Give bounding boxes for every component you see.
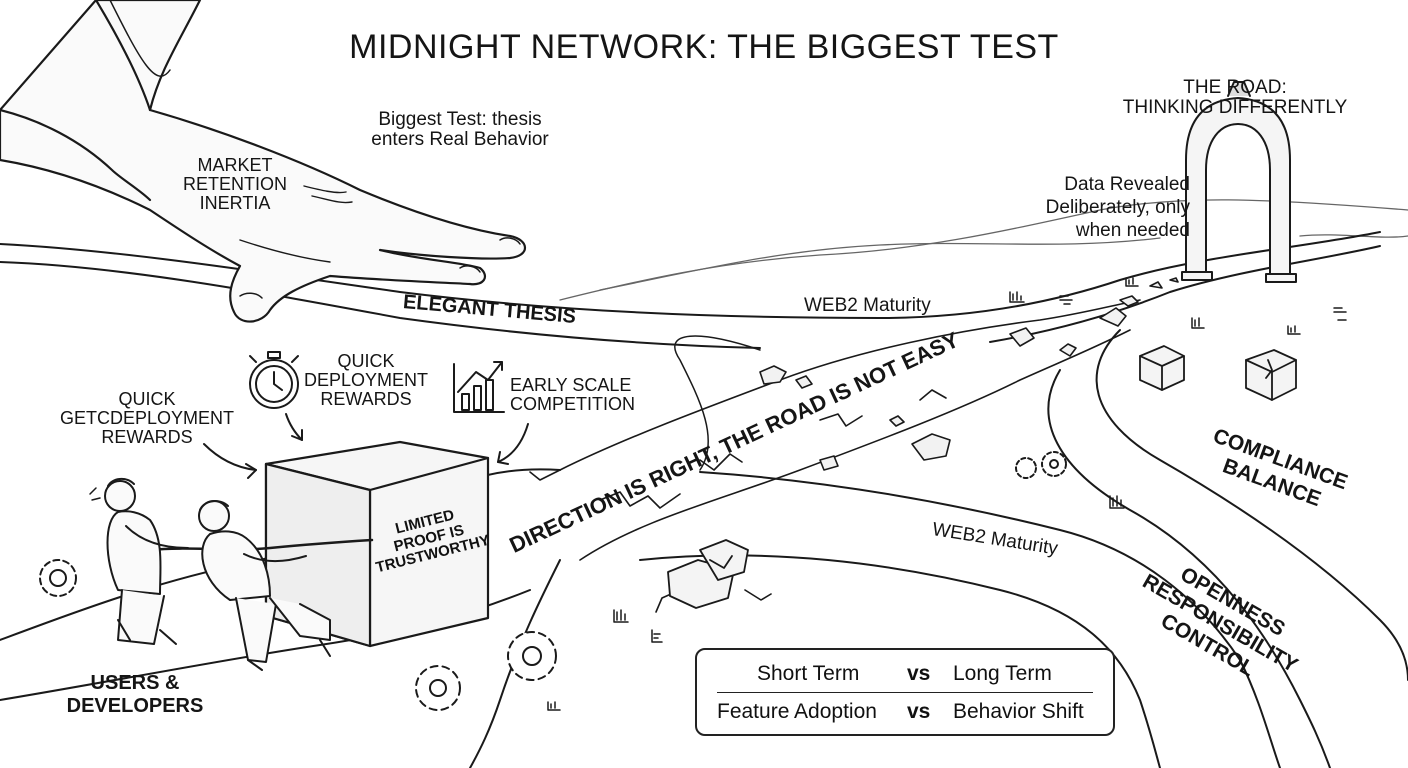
quick-deployment-left-label: QUICK GETCDEPLOYMENT REWARDS xyxy=(52,390,242,447)
quick-deployment-top-label: QUICK DEPLOYMENT REWARDS xyxy=(300,352,432,409)
data-revealed-label: Data Revealed Deliberately, only when ne… xyxy=(1000,174,1190,242)
quick-top-line-2: DEPLOYMENT xyxy=(303,369,429,390)
broken-blocks xyxy=(667,539,749,609)
quick-left-line-2: GETCDEPLOYMENT xyxy=(59,407,235,428)
comparison-divider xyxy=(717,692,1093,693)
stopwatch-icon xyxy=(249,351,299,409)
web2-maturity-top-label: WEB2 Maturity xyxy=(804,295,931,316)
data-revealed-line-3: when needed xyxy=(1075,219,1190,241)
comparison-left: Feature Adoption xyxy=(717,700,877,723)
comparison-vs: vs xyxy=(907,662,931,685)
cracked-rift xyxy=(529,299,1141,613)
comparison-vs: vs xyxy=(907,700,931,723)
gear-icon xyxy=(39,451,1067,711)
biggest-test-label: Biggest Test: thesis enters Real Behavio… xyxy=(330,110,590,150)
market-line-2: RETENTION xyxy=(182,173,287,194)
early-scale-line-1: EARLY SCALE xyxy=(510,375,632,395)
growth-chart-icon xyxy=(453,361,505,413)
market-line-3: INERTIA xyxy=(199,192,271,213)
lower-road xyxy=(0,468,1281,768)
comparison-row: Short Term vs Long Term xyxy=(697,662,1113,696)
road-thinking-label: THE ROAD: THINKING DIFFERENTLY xyxy=(1100,78,1370,118)
data-revealed-line-1: Data Revealed xyxy=(1064,174,1190,195)
early-scale-line-2: COMPETITION xyxy=(510,393,635,414)
data-revealed-line-2: Deliberately, only xyxy=(1045,196,1190,218)
big-cube xyxy=(264,440,490,648)
comparison-left: Short Term xyxy=(757,662,860,685)
road-thinking-line-2: THINKING DIFFERENTLY xyxy=(1122,96,1348,118)
people xyxy=(89,478,331,671)
comparison-right: Long Term xyxy=(953,662,1052,685)
quick-left-line-1: QUICK xyxy=(118,389,176,409)
road-thinking-line-1: THE ROAD: xyxy=(1183,77,1287,98)
biggest-test-line-2: enters Real Behavior xyxy=(371,128,549,150)
page-title: MIDNIGHT NETWORK: THE BIGGEST TEST xyxy=(349,28,1059,66)
users-developers-label: USERS & DEVELOPERS xyxy=(50,672,220,718)
right-road xyxy=(674,329,1408,768)
quick-top-line-1: QUICK xyxy=(337,351,395,371)
arrows xyxy=(203,413,529,479)
hand xyxy=(0,0,527,323)
archway xyxy=(1181,81,1297,283)
mini-bar-chart-icon xyxy=(547,277,1347,711)
comparison-box: Short Term vs Long Term Feature Adoption… xyxy=(695,648,1115,736)
small-cubes xyxy=(1139,345,1297,401)
early-scale-label: EARLY SCALE COMPETITION xyxy=(510,376,640,414)
market-retention-label: MARKET RETENTION INERTIA xyxy=(170,156,300,213)
rocks xyxy=(759,277,1179,471)
comparison-row: Feature Adoption vs Behavior Shift xyxy=(697,700,1113,734)
upper-road xyxy=(0,231,1381,349)
users-line-2: DEVELOPERS xyxy=(66,695,204,717)
quick-top-line-3: REWARDS xyxy=(320,388,412,409)
users-line-1: USERS & xyxy=(90,672,180,694)
market-line-1: MARKET xyxy=(197,155,273,175)
comparison-right: Behavior Shift xyxy=(953,700,1084,723)
quick-left-line-3: REWARDS xyxy=(101,426,193,447)
biggest-test-line-1: Biggest Test: thesis xyxy=(378,109,542,130)
